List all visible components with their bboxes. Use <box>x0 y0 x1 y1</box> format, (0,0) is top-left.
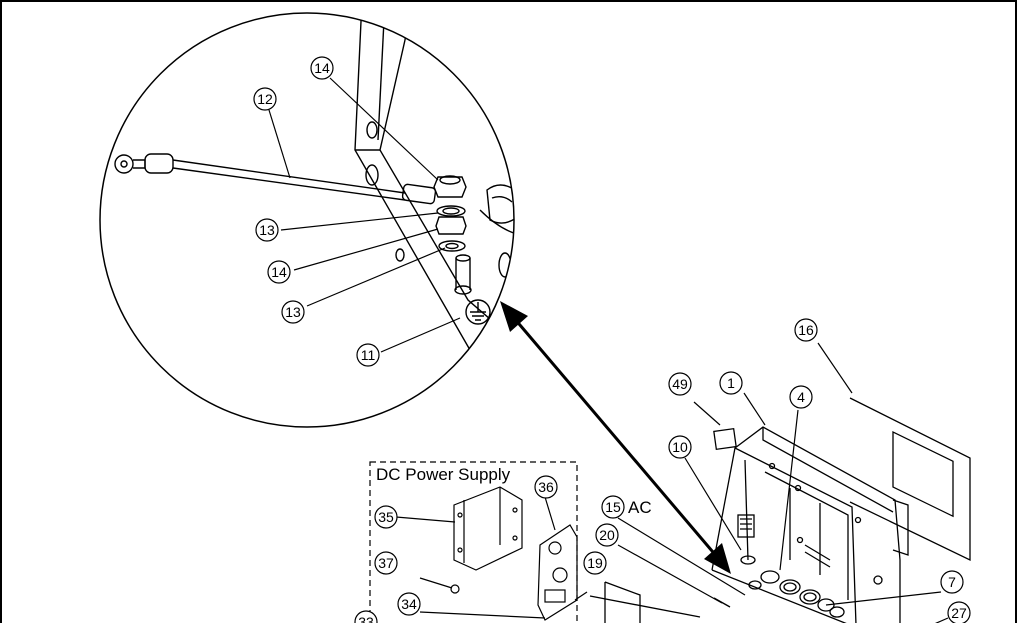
callout-15[interactable]: 15 <box>601 495 625 519</box>
svg-text:19: 19 <box>587 555 603 571</box>
svg-text:27: 27 <box>951 605 967 621</box>
svg-text:35: 35 <box>378 509 394 525</box>
svg-text:7: 7 <box>948 574 956 590</box>
dc-power-supply-label: DC Power Supply <box>376 465 511 484</box>
svg-text:33: 33 <box>358 614 374 623</box>
svg-text:13: 13 <box>285 304 301 320</box>
double-headed-arrow-icon <box>500 301 731 574</box>
svg-text:16: 16 <box>798 322 814 338</box>
callout-14b[interactable]: 14 <box>267 260 291 284</box>
callout-16[interactable]: 16 <box>794 318 818 342</box>
callout-20[interactable]: 20 <box>595 523 619 547</box>
callout-4[interactable]: 4 <box>789 385 813 409</box>
svg-text:37: 37 <box>378 555 394 571</box>
callout-19[interactable]: 19 <box>583 551 607 575</box>
svg-text:15: 15 <box>605 499 621 515</box>
callout-33[interactable]: 33 <box>354 610 378 623</box>
svg-text:13: 13 <box>259 222 275 238</box>
callout-27[interactable]: 27 <box>947 601 971 623</box>
svg-text:36: 36 <box>538 479 554 495</box>
svg-text:34: 34 <box>401 596 417 612</box>
callout-35[interactable]: 35 <box>374 505 398 529</box>
svg-text:14: 14 <box>314 60 330 76</box>
callout-1[interactable]: 1 <box>719 371 743 395</box>
callout-11[interactable]: 11 <box>356 343 380 367</box>
svg-text:12: 12 <box>257 91 273 107</box>
detail-circle <box>99 12 515 428</box>
callout-7[interactable]: 7 <box>940 570 964 594</box>
svg-text:49: 49 <box>672 376 688 392</box>
ac-label: AC <box>628 498 652 517</box>
callout-34[interactable]: 34 <box>397 592 421 616</box>
callout-13a[interactable]: 13 <box>255 218 279 242</box>
detail-view <box>99 12 515 428</box>
svg-text:11: 11 <box>361 347 376 363</box>
callout-10[interactable]: 10 <box>668 435 692 459</box>
callout-49[interactable]: 49 <box>668 372 692 396</box>
callout-12[interactable]: 12 <box>253 87 277 111</box>
svg-text:4: 4 <box>797 389 805 405</box>
svg-text:14: 14 <box>271 264 287 280</box>
callout-36[interactable]: 36 <box>534 475 558 499</box>
callout-37[interactable]: 37 <box>374 551 398 575</box>
svg-text:10: 10 <box>672 439 688 455</box>
callout-13b[interactable]: 13 <box>281 300 305 324</box>
enclosure <box>589 397 971 623</box>
callout-14a[interactable]: 14 <box>310 56 334 80</box>
svg-text:1: 1 <box>727 375 735 391</box>
callouts: 14 12 13 14 13 11 16 49 1 4 10 15 20 36 … <box>253 56 971 623</box>
svg-text:20: 20 <box>599 527 615 543</box>
